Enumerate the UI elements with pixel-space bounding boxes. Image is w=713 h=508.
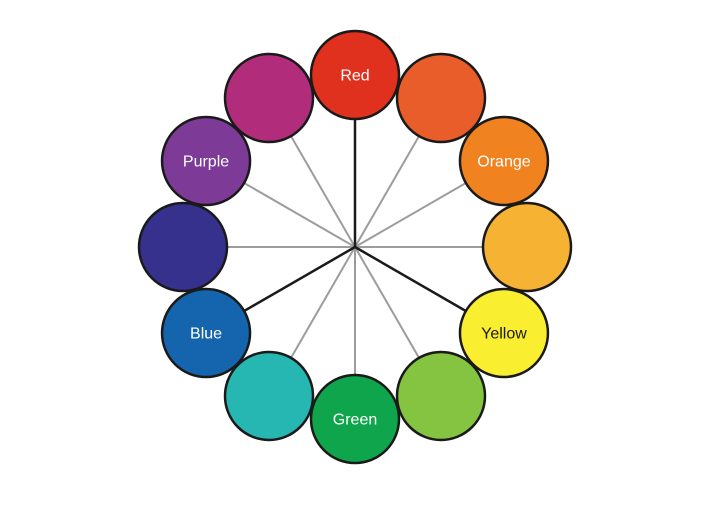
color-circle-blue	[160, 287, 252, 379]
color-circle-blue-green	[223, 350, 315, 442]
color-circle-orange	[458, 115, 550, 207]
color-label-red: Red	[340, 68, 369, 85]
color-label-blue: Blue	[190, 326, 222, 343]
color-circle-yellow-orange	[481, 201, 573, 293]
color-circle-purple	[160, 115, 252, 207]
color-label-orange: Orange	[477, 154, 530, 171]
color-circle-red-purple	[223, 52, 315, 144]
color-label-purple: Purple	[183, 154, 229, 171]
color-label-green: Green	[333, 412, 377, 429]
color-circle-blue-purple	[137, 201, 229, 293]
color-circle-yellow-green	[395, 350, 487, 442]
color-circle-red	[309, 29, 401, 121]
color-label-yellow: Yellow	[481, 326, 527, 343]
color-circle-green	[309, 373, 401, 465]
color-circle-red-orange	[395, 52, 487, 144]
color-circle-yellow	[458, 287, 550, 379]
